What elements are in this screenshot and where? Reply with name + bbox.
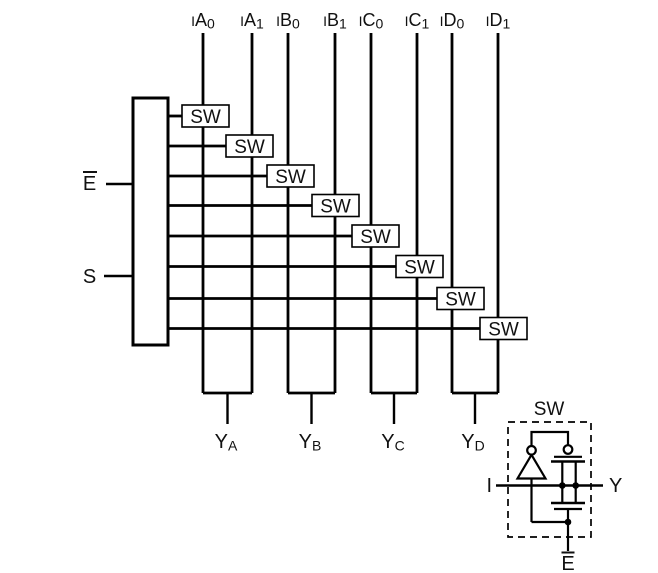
sw-box-6: SW [395,254,444,279]
input-label-ic0: IC0 [359,10,384,32]
input-label-id0: ID0 [440,10,465,32]
junction-dot [564,518,572,526]
sw-box-7: SW [436,286,485,311]
sw-box-label: SW [360,227,391,248]
output-label-ya: YA [215,431,238,454]
sw-cell-boundary [507,421,592,538]
inset-output-label: Y [609,475,622,497]
sw-box-frame [266,164,315,188]
input-labels: IA0 IA1 IB0 IB1 IC0 IC1 ID0 ID1 [191,10,510,32]
inverter-triangle [515,452,548,480]
sw-box-label: SW [445,290,476,311]
switch-boxes: SW SW SW SW SW SW SW SW [181,104,528,341]
sw-box-1: SW [181,104,230,128]
select-label: S [83,266,96,288]
input-label-ic1: IC1 [405,10,430,32]
sw-box-frame [225,134,274,158]
sw-detail-inset: SW [486,399,622,573]
inverter-symbol [515,444,548,522]
decoder-block [131,96,170,347]
inset-enable-label: E [561,553,574,573]
control-inputs: E S [83,171,133,288]
sw-box-8: SW [479,316,528,341]
sw-box-frame [395,254,444,279]
nmos-symbol [551,485,585,522]
output-label-yb: YB [299,431,322,454]
sw-box-label: SW [190,107,221,128]
input-label-ib0: IB0 [276,10,300,32]
inset-input-label: I [486,475,492,497]
sw-box-label: SW [234,137,265,158]
sw-box-frame [351,224,400,248]
sw-box-4: SW [311,193,360,218]
input-label-ia1: IA1 [240,10,264,32]
sw-box-label: SW [404,258,435,279]
sw-box-frame [479,316,528,341]
sw-box-frame [311,193,360,218]
output-labels: YA YB YC YD [215,431,485,454]
sw-box-frame [181,104,230,128]
pmos-symbol [551,444,585,486]
sw-box-3: SW [266,164,315,188]
sw-box-5: SW [351,224,400,248]
sw-box-label: SW [320,197,351,218]
input-label-ib1: IB1 [323,10,347,32]
sw-detail-title: SW [534,399,565,420]
sw-box-2: SW [225,134,274,158]
input-label-ia0: IA0 [191,10,215,32]
output-lines [203,391,498,424]
enable-label: E [83,173,96,195]
inverter-bubble [526,444,537,456]
output-label-yc: YC [381,431,404,454]
input-bus-lines [201,33,500,393]
sw-box-label: SW [488,320,519,341]
input-label-id1: ID1 [486,10,511,32]
control-rows [168,114,480,330]
output-label-yd: YD [461,431,484,454]
sw-box-frame [436,286,485,311]
inverter-output-wire [530,430,570,446]
junction-dot [559,482,566,489]
pmos-gate-bubble [562,444,574,455]
junction-dot [572,482,579,489]
sw-box-label: SW [275,167,306,188]
